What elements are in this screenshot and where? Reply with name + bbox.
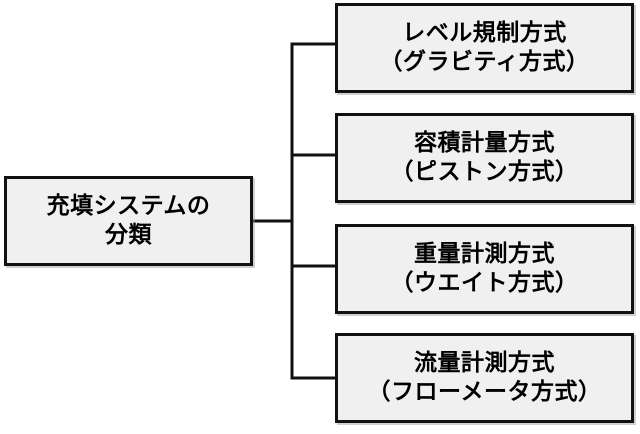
branch-node-1[interactable]: レベル規制方式 （グラビティ方式） (335, 3, 634, 93)
root-node[interactable]: 充填システムの 分類 (4, 176, 253, 266)
branch-node-4[interactable]: 流量計測方式 （フローメータ方式） (335, 333, 634, 423)
branch-node-2-label: 容積計量方式 （ピストン方式） (390, 129, 579, 185)
branch-node-3[interactable]: 重量計測方式 （ウエイト方式） (335, 224, 634, 314)
branch-node-4-label: 流量計測方式 （フローメータ方式） (367, 349, 602, 405)
branch-node-3-label: 重量計測方式 （ウエイト方式） (390, 240, 579, 296)
root-node-label: 充填システムの 分類 (46, 192, 211, 248)
branch-node-2[interactable]: 容積計量方式 （ピストン方式） (335, 113, 634, 203)
branch-node-1-label: レベル規制方式 （グラビティ方式） (379, 19, 590, 75)
